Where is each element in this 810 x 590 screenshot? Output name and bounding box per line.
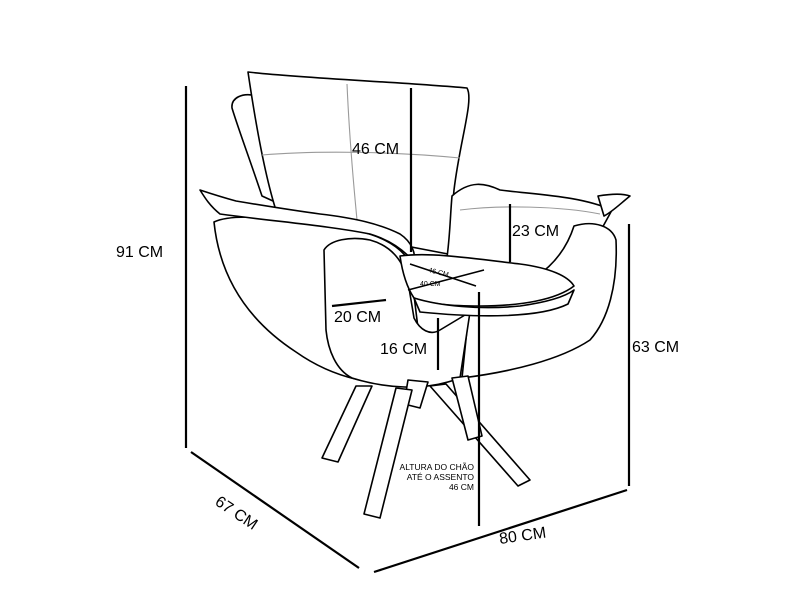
label-width: 80 CM	[498, 525, 547, 548]
backrest-seams	[261, 83, 461, 231]
label-seat-thickness: 16 CM	[380, 341, 427, 358]
label-seat-width: 40 CM	[420, 281, 441, 288]
dimension-lines	[184, 86, 631, 574]
inner-arm	[323, 237, 471, 388]
label-total-height: 91 CM	[116, 244, 163, 261]
swivel-base	[321, 375, 531, 519]
label-depth: 67 CM	[212, 493, 261, 533]
note-line-3: 46 CM	[449, 482, 474, 492]
seat-front	[413, 289, 575, 317]
label-seat-depth: 46 CM	[428, 267, 450, 279]
note-line-2: ATÉ O ASSENTO	[407, 472, 475, 482]
label-arm-width: 20 CM	[334, 309, 381, 326]
label-arm-height: 63 CM	[632, 339, 679, 356]
backrest	[247, 71, 470, 255]
note-line-1: ALTURA DO CHÃO	[400, 462, 475, 472]
label-armrest-to-seat: 23 CM	[512, 223, 559, 240]
cushion-seam	[459, 206, 601, 215]
label-backrest-height: 46 CM	[352, 141, 399, 158]
left-arm-top	[199, 189, 416, 263]
right-pillow-flap	[597, 193, 631, 217]
